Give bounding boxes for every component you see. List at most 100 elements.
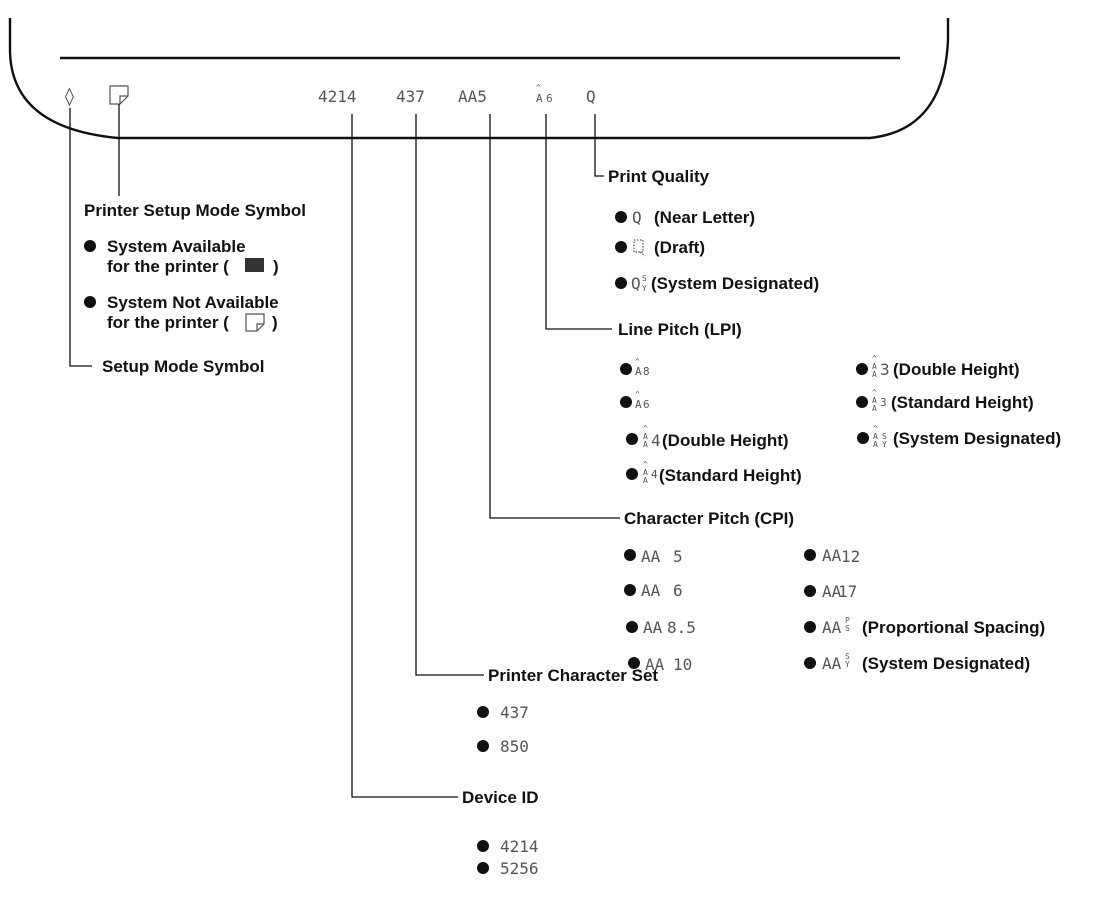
setup-item-2-line2: for the printer ( <box>107 313 229 332</box>
lpi-a-bottom: A <box>643 440 648 449</box>
bullet <box>477 706 489 718</box>
device-id-leader <box>351 114 458 798</box>
cpi-aa: AA <box>822 654 842 673</box>
cpi-p-mark: P <box>845 616 850 625</box>
line-pitch-leader <box>545 114 612 330</box>
lpi-left-symbol-4: 4 <box>651 468 658 481</box>
charset-symbol-1: 437 <box>500 703 529 722</box>
cpi-left-symbol-2: 6 <box>673 581 683 600</box>
screen-outline <box>8 18 950 140</box>
cpi-aa: AA <box>641 547 661 566</box>
cpi-aa: AA <box>822 582 842 601</box>
line-pitch-a-mark: A <box>536 92 543 105</box>
cpi-aa: AA <box>643 618 663 637</box>
lpi-caret: ^ <box>635 390 640 399</box>
printer-setup-group: Printer Setup Mode Symbol System Availab… <box>84 201 306 332</box>
cpi-right-label-3: (Proportional Spacing) <box>862 618 1045 637</box>
setup-item-1-close: ) <box>273 257 279 276</box>
print-quality-group: Print Quality Q (Near Letter) (Draft) Q … <box>608 167 819 293</box>
leader-lines <box>69 104 620 798</box>
bullet <box>477 740 489 752</box>
lpi-right-label-3: (System Designated) <box>893 429 1061 448</box>
device-id-title: Device ID <box>462 788 539 807</box>
lpi-right-symbol-1: 3 <box>880 360 890 379</box>
device-id-indicator: 4214 <box>318 87 357 106</box>
cpi-left-symbol-3: 8.5 <box>667 618 696 637</box>
lpi-a-top: A <box>872 396 877 405</box>
printer-setup-icon <box>109 85 129 105</box>
cpi-left-symbol-1: 5 <box>673 547 683 566</box>
setup-mode-leader <box>69 108 92 367</box>
device-id-group: Device ID 4214 5256 <box>462 788 539 878</box>
lpi-caret: ^ <box>635 357 640 366</box>
cpi-aa: AA <box>645 655 665 674</box>
character-set-leader <box>415 114 484 676</box>
pq-y-mark: Y <box>642 284 647 293</box>
pq-label-1: (Near Letter) <box>654 208 755 227</box>
bullet <box>615 211 627 223</box>
lpi-a: A <box>635 365 642 378</box>
bullet <box>804 549 816 561</box>
cpi-s-mark: S <box>845 624 850 633</box>
pq-s-mark: S <box>642 274 647 283</box>
lpi-left-symbol-1: 8 <box>643 365 650 378</box>
lpi-a-bottom: A <box>873 440 878 449</box>
charset-symbol-2: 850 <box>500 737 529 756</box>
character-pitch-title: Character Pitch (CPI) <box>624 509 794 528</box>
lpi-s-mark: S <box>882 432 887 441</box>
lpi-caret: ^ <box>873 424 878 433</box>
bullet <box>615 241 627 253</box>
lpi-caret: ^ <box>643 424 648 433</box>
bullet <box>626 433 638 445</box>
character-set-group: Printer Character Set 437 850 <box>477 666 658 756</box>
lpi-left-symbol-2: 6 <box>643 398 650 411</box>
cpi-aa: AA <box>641 581 661 600</box>
bullet <box>857 432 869 444</box>
setup-item-2-line1: System Not Available <box>107 293 279 312</box>
lpi-a-top: A <box>643 432 648 441</box>
bullet <box>626 468 638 480</box>
line-pitch-title: Line Pitch (LPI) <box>618 320 742 339</box>
bullet <box>856 363 868 375</box>
bullet <box>626 621 638 633</box>
bullet <box>624 584 636 596</box>
lpi-right-label-2: (Standard Height) <box>891 393 1034 412</box>
cpi-right-label-4: (System Designated) <box>862 654 1030 673</box>
cpi-right-symbol-2: 17 <box>838 582 857 601</box>
bullet <box>84 296 96 308</box>
printer-not-available-icon <box>245 313 265 332</box>
lpi-caret: ^ <box>872 354 877 363</box>
bullet <box>628 657 640 669</box>
line-pitch-indicator: 6 <box>546 92 553 105</box>
lpi-left-symbol-3: 4 <box>651 431 661 450</box>
bullet <box>624 549 636 561</box>
line-pitch-group: Line Pitch (LPI) ^ A 8 ^ A 6 ^ A A 4 (Do… <box>618 320 1061 485</box>
lpi-left-label-4: (Standard Height) <box>659 466 802 485</box>
cpi-right-symbol-1: 12 <box>841 547 860 566</box>
bullet <box>84 240 96 252</box>
bullet <box>804 585 816 597</box>
setup-mode-title: Setup Mode Symbol <box>102 357 264 376</box>
lpi-a-top: A <box>643 468 648 477</box>
cpi-aa: AA <box>822 618 842 637</box>
printer-available-icon <box>245 258 264 272</box>
cpi-y-mark: Y <box>845 660 850 669</box>
bullet <box>620 363 632 375</box>
bullet <box>477 862 489 874</box>
bullet <box>804 621 816 633</box>
pq-label-3: (System Designated) <box>651 274 819 293</box>
setup-item-2-close: ) <box>272 313 278 332</box>
lpi-a-top: A <box>873 432 878 441</box>
setup-item-1-line2: for the printer ( <box>107 257 229 276</box>
lpi-caret: ^ <box>872 388 877 397</box>
bullet <box>804 657 816 669</box>
setup-item-1-line1: System Available <box>107 237 246 256</box>
pq-label-2: (Draft) <box>654 238 705 257</box>
bullet <box>477 840 489 852</box>
pq-symbol-3: Q <box>631 274 641 293</box>
lpi-a: A <box>635 398 642 411</box>
cpi-left-symbol-4: 10 <box>673 655 692 674</box>
status-line: ◊ 4214 437 AA5 ^ A 6 Q <box>64 83 596 107</box>
character-pitch-leader <box>489 114 620 519</box>
